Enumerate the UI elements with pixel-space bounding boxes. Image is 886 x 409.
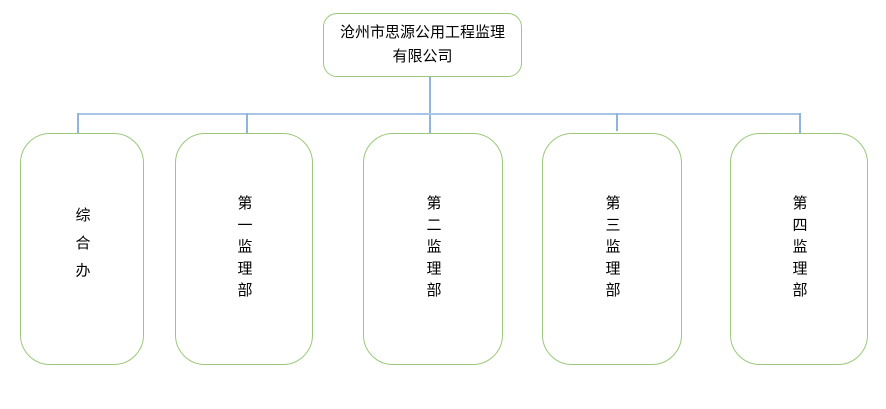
connector-drop-dept-4: [616, 113, 618, 131]
root-node-label: 沧州市思源公用工程监理有限公司: [339, 24, 505, 65]
dept-node-label: 第一监理部: [235, 194, 253, 304]
dept-node-label: 第四监理部: [790, 194, 808, 304]
dept-node-supervision-3: 第三监理部: [542, 133, 682, 365]
dept-node-label: 综合办: [73, 207, 91, 291]
connector-horizontal: [77, 113, 801, 115]
connector-drop-dept-1: [77, 113, 79, 133]
dept-node-supervision-1: 第一监理部: [175, 133, 313, 365]
connector-drop-dept-2: [246, 113, 248, 133]
connector-drop-dept-5: [799, 113, 801, 134]
dept-node-supervision-2: 第二监理部: [363, 133, 503, 365]
dept-node-general-office: 综合办: [20, 133, 144, 365]
dept-node-supervision-4: 第四监理部: [730, 133, 868, 365]
connector-root-vertical: [429, 77, 431, 133]
dept-node-label: 第三监理部: [603, 194, 621, 304]
dept-node-label: 第二监理部: [424, 194, 442, 304]
root-node: 沧州市思源公用工程监理有限公司: [323, 13, 522, 77]
